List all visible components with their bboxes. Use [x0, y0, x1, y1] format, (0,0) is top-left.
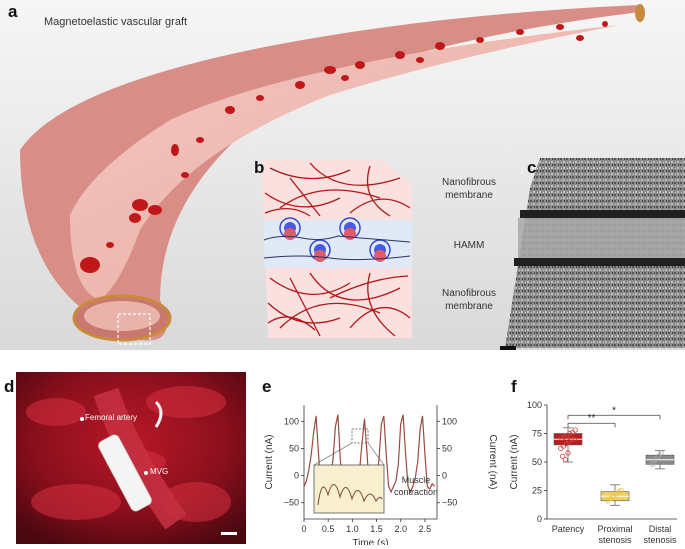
layer-label-hamm: HAMM — [453, 240, 485, 251]
y-tick-label: 100 — [527, 400, 542, 410]
y-tick-label: 25 — [532, 486, 542, 496]
panel-label-e: e — [262, 377, 272, 396]
vessel-far-end — [635, 4, 645, 22]
panel-label-b: b — [254, 158, 265, 177]
y-axis-title-right: Current (nA) — [487, 434, 498, 489]
category-label: stenosis — [598, 535, 632, 545]
data-point — [572, 427, 578, 433]
panel-c — [500, 158, 685, 350]
vessel-outer-wall — [20, 5, 640, 341]
inset-caption: Muscle contraction — [393, 475, 439, 497]
vessel-opening-inner — [84, 301, 160, 331]
scale-bar-c — [500, 346, 516, 350]
artery-pointer-dot — [80, 417, 84, 421]
panel-b — [250, 158, 430, 340]
mvg-graft — [98, 434, 152, 512]
y-tick-label-left: −50 — [284, 498, 299, 508]
panel-d — [16, 372, 246, 544]
data-point — [571, 436, 577, 442]
data-point — [559, 453, 566, 459]
data-point — [562, 457, 568, 463]
category-label: stenosis — [643, 535, 677, 545]
label-mvg: MVG — [150, 467, 169, 476]
y-axis-title: Current (nA) — [509, 434, 520, 489]
y-tick-label: 0 — [537, 514, 542, 524]
category-label: Proximal — [597, 524, 632, 534]
inset-trace — [317, 484, 383, 506]
chart-f-boxes: *** — [553, 405, 675, 506]
y-tick-label-left: 100 — [284, 416, 299, 426]
sem-interface-bottom — [514, 258, 685, 266]
layer-label-top: Nanofibrous membrane — [442, 177, 496, 201]
panel-a-title: Magnetoelastic vascular graft — [44, 16, 188, 28]
mvg-pointer-dot — [144, 471, 148, 475]
data-point — [561, 434, 568, 440]
panel-label-f: f — [511, 377, 517, 396]
panel-label-c: c — [527, 158, 537, 177]
label-femoral-artery: Femoral artery — [85, 413, 138, 422]
data-point — [650, 461, 656, 467]
x-tick-label: 0 — [301, 524, 306, 534]
chart-e-inset — [313, 428, 385, 514]
inset-source-box — [351, 428, 369, 444]
inset-connector-right — [367, 442, 385, 466]
data-point — [565, 450, 571, 456]
y-axis-title-left: Current (nA) — [264, 434, 275, 489]
suture-wire — [154, 400, 163, 428]
data-point — [658, 450, 664, 456]
sem-micrograph — [500, 158, 685, 350]
y-tick-label: 50 — [532, 457, 542, 467]
x-tick-label: 1.0 — [346, 524, 359, 534]
femoral-artery — [93, 387, 187, 530]
sem-interface-top — [520, 210, 685, 218]
y-tick-label-right: 0 — [442, 471, 447, 481]
data-point — [567, 430, 573, 437]
y-tick-label-right: 50 — [442, 443, 452, 453]
significance-label: ** — [588, 413, 596, 424]
category-label: Distal — [649, 524, 672, 534]
polymer-chains — [263, 235, 411, 261]
red-blood-cells — [80, 21, 608, 273]
data-point — [655, 453, 661, 459]
panel-label-d: d — [4, 377, 15, 396]
data-point — [569, 436, 575, 442]
hamm-schematic — [262, 160, 412, 338]
bottom-fibers — [267, 272, 411, 337]
significance-label: * — [612, 405, 616, 416]
category-label: Patency — [552, 524, 585, 534]
x-tick-label: 2.0 — [394, 524, 407, 534]
zoom-region-box — [117, 313, 151, 345]
x-tick-label: 1.5 — [370, 524, 383, 534]
y-tick-label-left: 0 — [294, 471, 299, 481]
y-tick-label: 75 — [532, 429, 542, 439]
scale-bar-d — [221, 532, 237, 535]
panel-label-a: a — [8, 2, 18, 21]
x-tick-label: 2.5 — [419, 524, 432, 534]
y-tick-label-right: 100 — [442, 416, 457, 426]
data-point — [616, 489, 622, 495]
x-tick-label: 0.5 — [322, 524, 335, 534]
sem-hamm-region — [518, 218, 685, 260]
data-point — [652, 457, 659, 463]
surgical-photo — [16, 372, 246, 544]
data-point — [618, 487, 624, 494]
y-tick-label-left: 50 — [289, 443, 299, 453]
data-point — [559, 435, 565, 441]
inset-connector-left — [313, 442, 353, 466]
x-axis-title: Time (s) — [352, 538, 388, 545]
inset-box — [313, 464, 385, 514]
top-fibers — [264, 162, 411, 217]
layer-label-bottom: Nanofibrous membrane — [442, 288, 496, 312]
y-tick-label-right: −50 — [442, 498, 457, 508]
